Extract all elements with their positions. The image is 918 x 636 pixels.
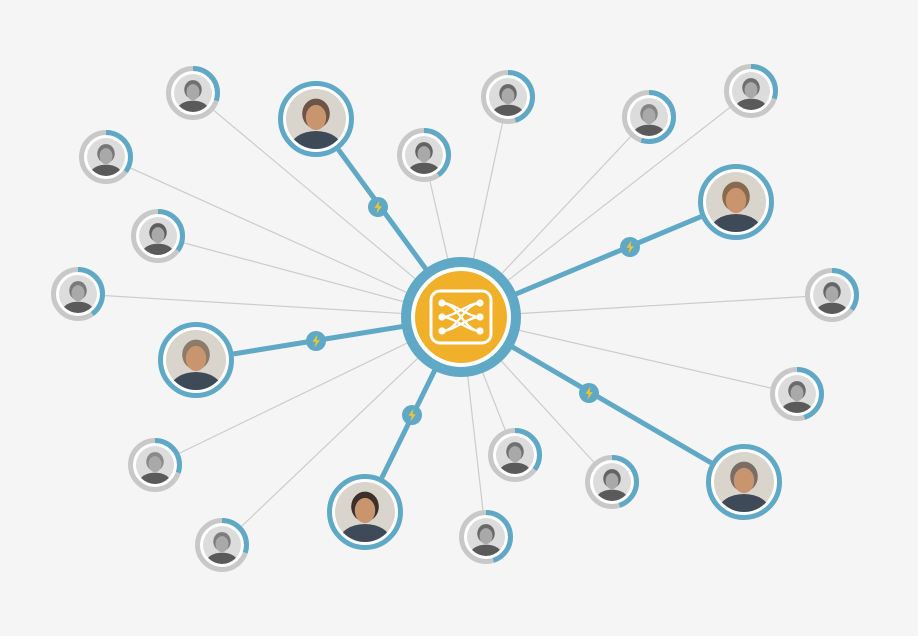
lightning-badge-icon [579,383,599,403]
avatar-photo [496,436,534,474]
progress-ring-arc [724,64,778,118]
people-nodes [51,64,859,574]
progress-ring-track [158,322,234,398]
avatar-photo [467,518,505,556]
avatar-photo [630,98,668,136]
progress-ring-arc [585,455,639,509]
progress-ring-arc [805,268,859,322]
progress-ring-arc [79,130,133,184]
person-node-p20[interactable] [459,510,513,566]
progress-ring-arc [166,66,220,120]
avatar-photo [166,330,226,390]
progress-ring-arc [459,510,513,564]
person-node-p17[interactable] [488,428,542,483]
progress-ring-arc [51,267,105,321]
avatar-photo [286,89,346,149]
connection-badges [306,197,640,425]
avatar-photo [174,74,212,112]
person-node-p15[interactable] [770,367,824,422]
avatar-photo [59,275,97,313]
avatar-photo [732,72,770,110]
network-x-logo-icon [429,289,493,345]
avatar-photo [813,276,851,314]
person-node-p02[interactable] [698,164,774,247]
person-node-p12[interactable] [131,209,185,265]
weak-connection-p11 [460,90,752,318]
progress-ring-arc [770,367,824,421]
avatar-photo [593,463,631,501]
weak-connection-p14 [460,294,833,318]
weak-connection-p08 [105,156,462,318]
person-node-p05[interactable] [706,444,782,527]
progress-ring-arc [195,518,249,572]
progress-ring-arc [488,428,542,482]
person-node-p16[interactable] [128,438,182,493]
avatar-photo [489,78,527,116]
lightning-badge-icon [306,331,326,351]
person-node-p08[interactable] [79,130,133,186]
avatar-photo [335,482,395,542]
person-node-p18[interactable] [585,455,639,510]
avatar-photo [714,452,774,512]
avatar-photo [706,172,766,232]
lightning-badge-icon [402,405,422,425]
avatar-photo [405,136,443,174]
progress-ring-arc [397,128,451,182]
person-node-p19[interactable] [195,518,249,574]
person-node-p14[interactable] [805,268,859,323]
avatar-photo [778,375,816,413]
person-node-p11[interactable] [724,64,778,120]
lightning-badge-icon [368,197,388,217]
progress-ring-arc [481,70,535,124]
progress-ring-track [327,474,403,550]
central-hub[interactable] [401,257,521,377]
person-node-p09[interactable] [397,128,451,184]
person-node-p10[interactable] [622,90,676,146]
person-node-p01[interactable] [278,81,354,164]
person-node-p06[interactable] [166,66,220,122]
weak-connection-p13 [77,293,462,318]
avatar-photo [136,446,174,484]
avatar-photo [139,217,177,255]
person-node-p13[interactable] [51,267,105,322]
progress-ring-track [706,444,782,520]
progress-ring-arc [128,438,182,492]
person-node-p04[interactable] [327,474,403,557]
progress-ring-track [278,81,354,157]
lightning-badge-icon [620,237,640,257]
person-node-p03[interactable] [158,322,234,405]
person-node-p07[interactable] [481,70,535,126]
avatar-photo [87,138,125,176]
progress-ring-arc [622,90,676,144]
progress-ring-track [698,164,774,240]
avatar-photo [203,526,241,564]
progress-ring-arc [131,209,185,263]
